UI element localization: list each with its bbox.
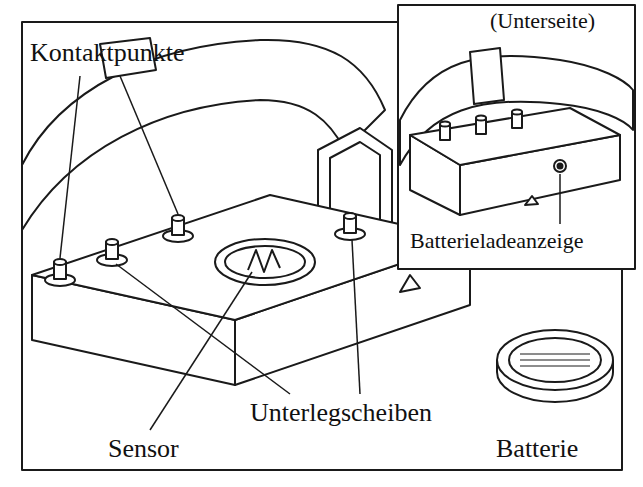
battery-marking xyxy=(520,354,590,366)
part-label: Batterieladeanzeige xyxy=(410,228,583,253)
sensor-spring xyxy=(248,250,280,272)
contact-posts xyxy=(45,213,365,286)
battery xyxy=(497,330,613,390)
inset-strap-loop xyxy=(470,48,504,104)
inset-box-top xyxy=(410,108,620,165)
sensor-ring xyxy=(215,239,315,285)
inset-frame xyxy=(398,5,635,269)
part-label: Kontaktpunkte xyxy=(30,38,185,68)
inset-warning-mark xyxy=(525,196,538,205)
part-label: (Unterseite) xyxy=(490,8,595,33)
part-label: Unterlegscheiben xyxy=(250,398,432,428)
battery-inner xyxy=(509,338,601,382)
part-label: Sensor xyxy=(108,434,179,464)
sensor-ring-inner xyxy=(225,246,305,278)
battery-indicator xyxy=(554,160,566,172)
battery-indicator-dot xyxy=(558,164,563,169)
warning-mark xyxy=(400,275,420,292)
part-label: Batterie xyxy=(496,434,578,464)
inset-posts xyxy=(440,110,522,141)
